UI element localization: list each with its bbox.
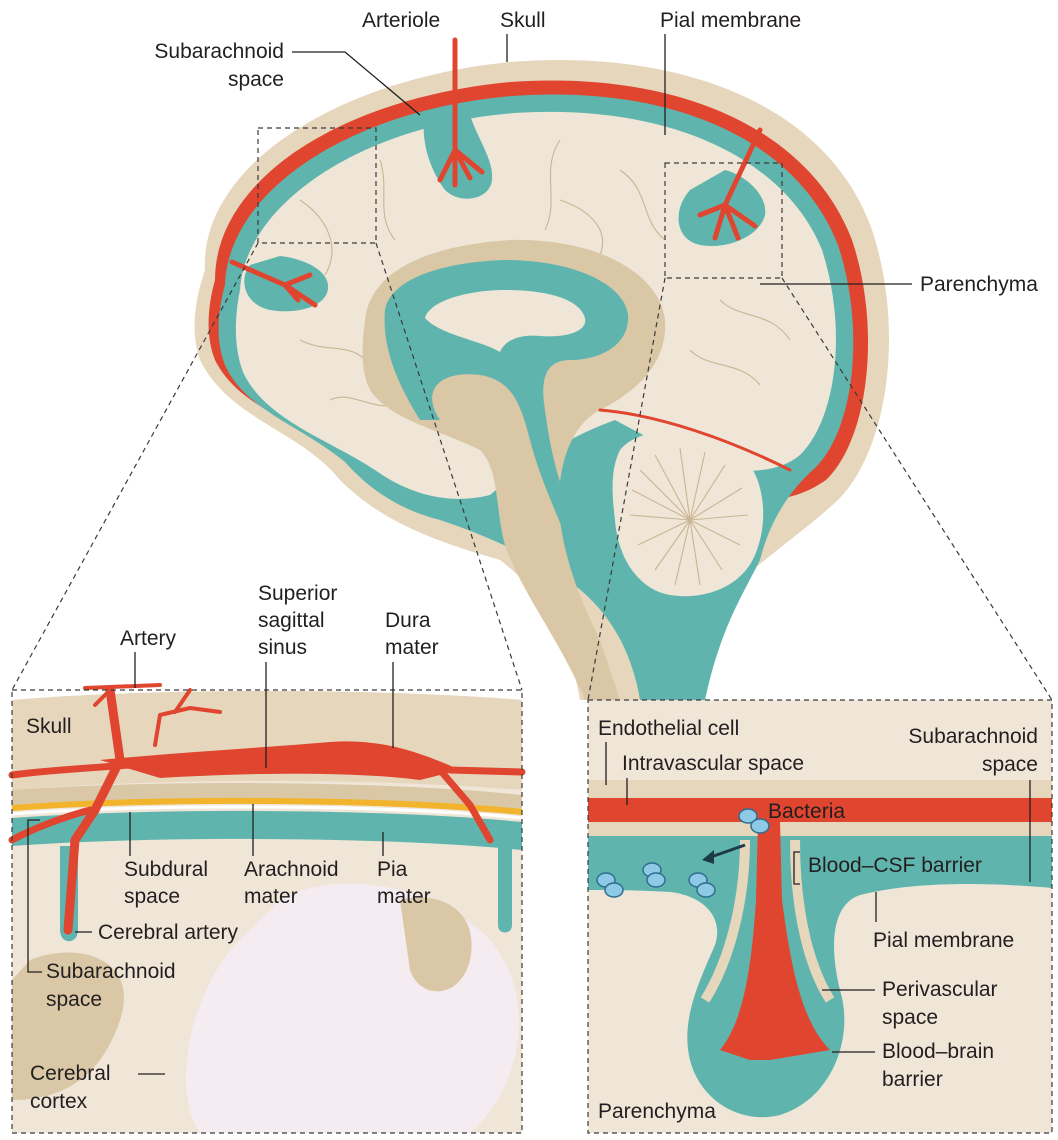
bacterium — [751, 819, 769, 833]
label-blood-brain-barrier-2: barrier — [882, 1068, 943, 1091]
label-bacteria: Bacteria — [768, 800, 845, 823]
right-inset-endothelium-upper — [588, 780, 1052, 798]
label-cerebral-cortex-2: cortex — [30, 1090, 88, 1113]
label-artery: Artery — [120, 627, 177, 650]
bacterium — [605, 883, 623, 897]
label-pia-mater-2: mater — [377, 885, 431, 908]
left-inset-right-sheath — [498, 846, 512, 933]
label-subarachnoid-space-main-2: space — [228, 68, 284, 91]
bacterium — [697, 883, 715, 897]
label-cerebral-artery: Cerebral artery — [98, 921, 239, 944]
label-perivascular-space-2: space — [882, 1006, 938, 1029]
label-superior-sagittal-sinus-2: sagittal — [258, 609, 325, 632]
label-blood-csf-barrier: Blood–CSF barrier — [808, 854, 982, 877]
label-blood-brain-barrier-1: Blood–brain — [882, 1040, 994, 1063]
label-pial-membrane-main: Pial membrane — [660, 9, 801, 32]
label-arteriole: Arteriole — [362, 9, 440, 32]
cerebellum — [613, 431, 764, 596]
label-intravascular-space: Intravascular space — [622, 752, 804, 775]
label-arachnoid-mater-2: mater — [244, 885, 298, 908]
label-parenchyma-main: Parenchyma — [920, 273, 1038, 296]
label-subarachnoid-space-right-2: space — [982, 753, 1038, 776]
label-endothelial-cell: Endothelial cell — [598, 717, 739, 740]
label-subdural-space-1: Subdural — [124, 858, 208, 881]
label-skull-main: Skull — [500, 9, 546, 32]
label-subarachnoid-space-inset-2: space — [46, 988, 102, 1011]
label-pia-mater-1: Pia — [377, 858, 408, 881]
label-subarachnoid-space-right-1: Subarachnoid — [908, 725, 1038, 748]
label-superior-sagittal-sinus-1: Superior — [258, 582, 337, 605]
bacterium — [647, 873, 665, 887]
label-pial-membrane-right: Pial membrane — [873, 929, 1014, 952]
label-superior-sagittal-sinus-3: sinus — [258, 636, 307, 659]
label-dura-mater-1: Dura — [385, 609, 431, 632]
label-dura-mater-2: mater — [385, 636, 439, 659]
label-subarachnoid-space-inset-1: Subarachnoid — [46, 960, 176, 983]
label-arachnoid-mater-1: Arachnoid — [244, 858, 339, 881]
label-subdural-space-2: space — [124, 885, 180, 908]
label-skull-inset: Skull — [26, 715, 72, 738]
label-cerebral-cortex-1: Cerebral — [30, 1062, 111, 1085]
label-subarachnoid-space-main-1: Subarachnoid — [154, 40, 284, 63]
label-perivascular-space-1: Perivascular — [882, 978, 998, 1001]
label-parenchyma-right: Parenchyma — [598, 1100, 716, 1123]
